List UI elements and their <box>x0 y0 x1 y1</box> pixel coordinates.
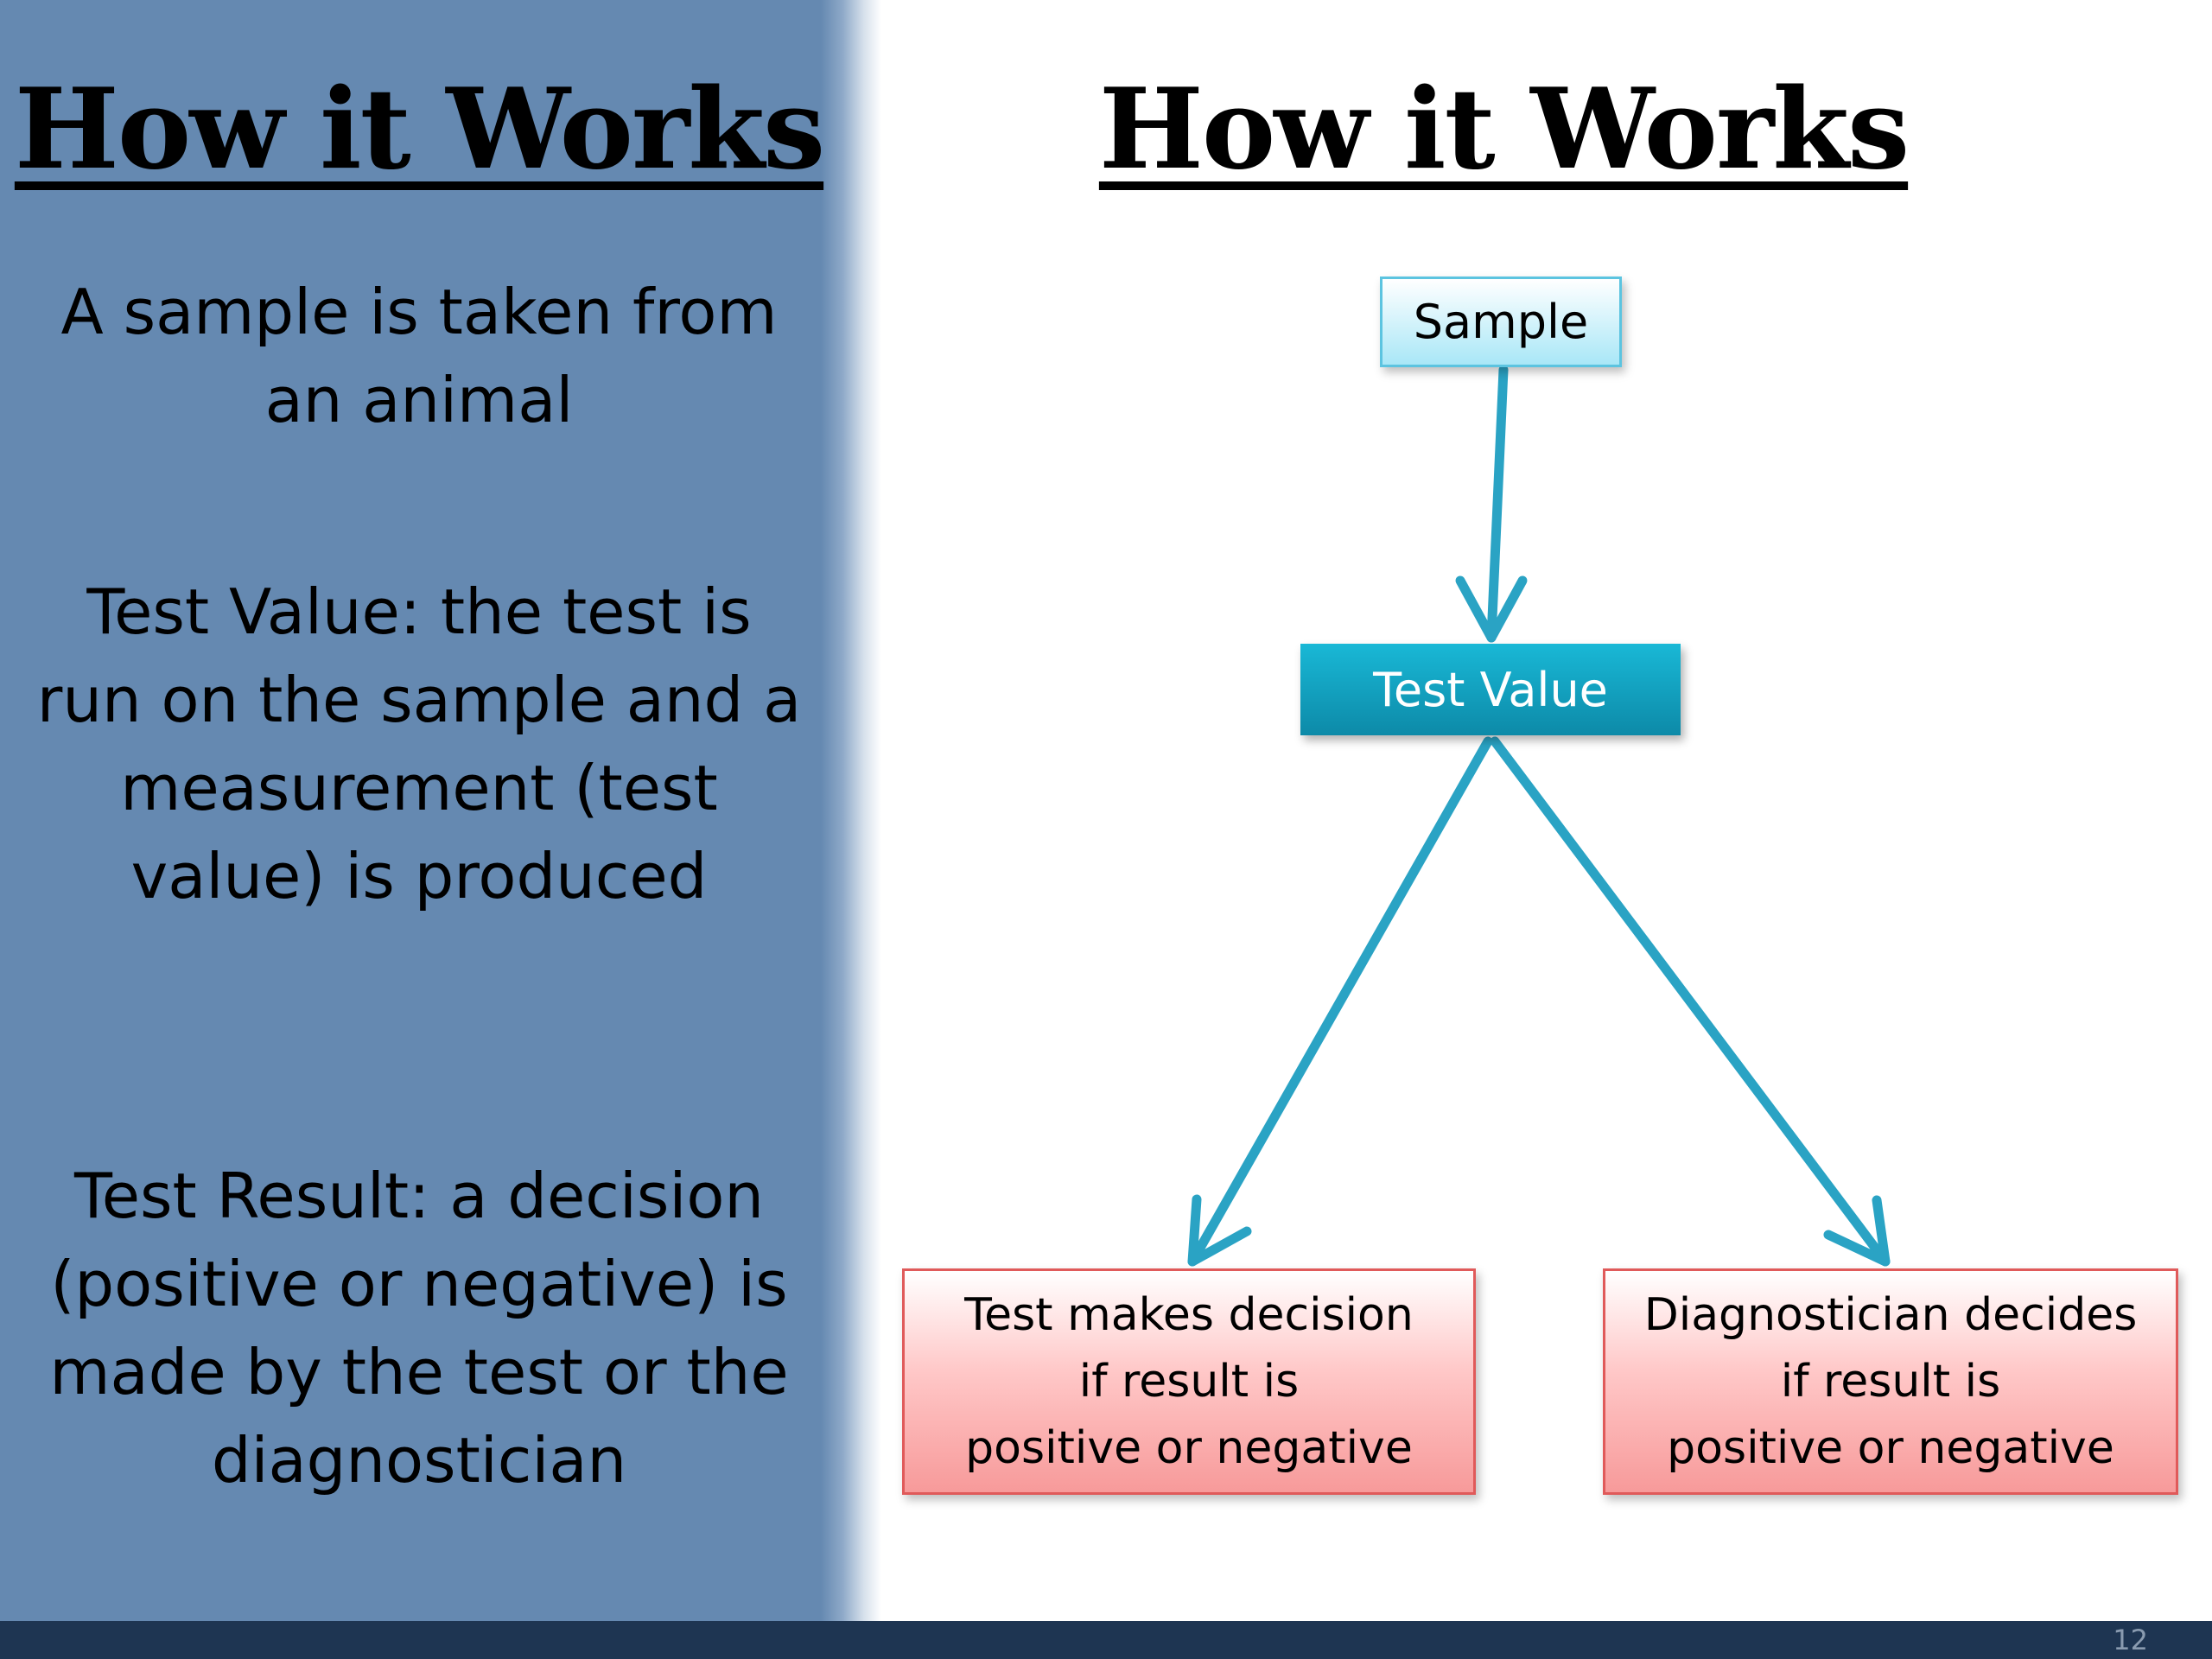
arrow-sample-to-value <box>1455 365 1528 643</box>
diagnostician-decision-node-label: Diagnostician decides if result is posit… <box>1643 1288 2138 1474</box>
flow-arrows <box>1187 365 1891 1267</box>
footer-bar: 12 <box>0 1621 2212 1659</box>
test-decision-node-label: Test makes decision if result is positiv… <box>964 1288 1414 1474</box>
sample-node: Sample <box>1380 276 1622 367</box>
test-value-node: Test Value <box>1300 644 1681 735</box>
left-panel <box>0 0 881 1621</box>
diagnostician-decision-node: Diagnostician decides if result is posit… <box>1603 1268 2178 1495</box>
page-number: 12 <box>2113 1624 2148 1656</box>
left-heading: How it Works <box>14 65 825 194</box>
right-heading: How it Works <box>1098 65 1910 194</box>
arrow-value-to-test-decision <box>1187 736 1493 1267</box>
sample-description: A sample is taken from an animal <box>60 276 778 436</box>
arrow-value-to-diagnostician <box>1490 736 1891 1267</box>
test-decision-node: Test makes decision if result is positiv… <box>902 1268 1476 1495</box>
test-value-description: Test Value: the test is run on the sampl… <box>36 575 802 912</box>
test-value-node-label: Test Value <box>1373 662 1608 717</box>
sample-node-label: Sample <box>1413 295 1589 349</box>
test-result-description: Test Result: a decision (positive or neg… <box>49 1160 789 1497</box>
